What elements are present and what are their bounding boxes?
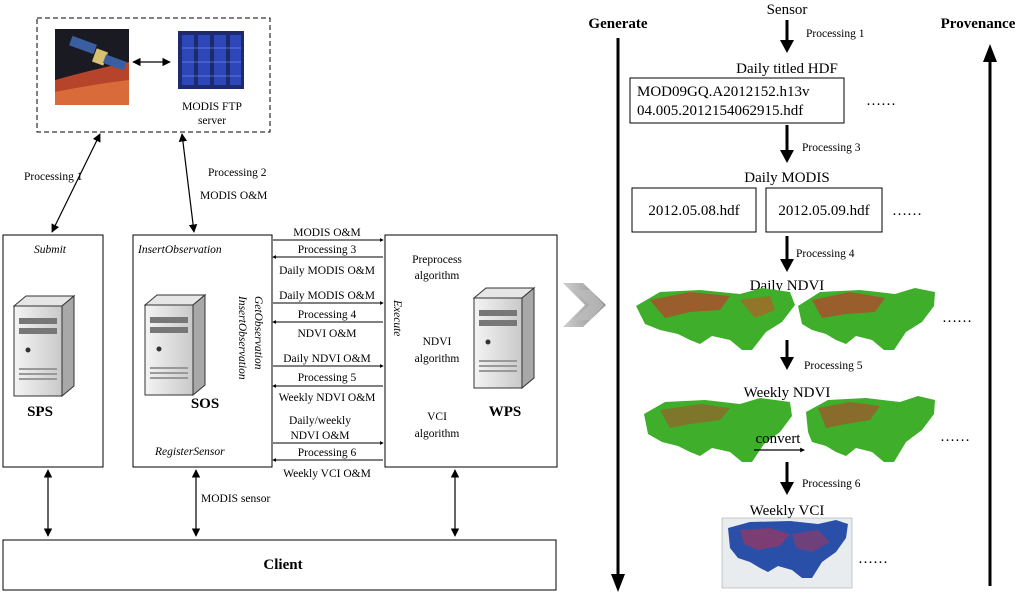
weekly-ndvi-label: Weekly NDVI	[744, 385, 831, 401]
msg-daily-modis-om-back: Daily MODIS O&M	[279, 265, 375, 277]
msg-modis-om: MODIS O&M	[293, 227, 360, 239]
file-box-2	[765, 187, 883, 233]
server-rack-icon	[178, 31, 244, 89]
msg-daily-modis-om: Daily MODIS O&M	[279, 290, 375, 302]
ellipsis-vci: ……	[858, 551, 888, 567]
sos-insert-observation-vertical: InsertObservation	[236, 295, 248, 380]
generate-label: Generate	[588, 16, 647, 32]
right-processing-4: Processing 4	[796, 248, 855, 260]
file-2: 2012.05.09.hdf	[778, 203, 869, 219]
sensor-label: Sensor	[767, 2, 808, 18]
wps-vci-1: VCI	[427, 411, 447, 423]
weekly-vci-label: Weekly VCI	[750, 503, 825, 519]
ellipsis-modis: ……	[892, 203, 922, 219]
convert-label: convert	[756, 431, 802, 447]
msg-processing-6: Processing 6	[298, 447, 357, 459]
msg-daily-weekly-1: Daily/weekly	[289, 415, 351, 427]
server-tower-icon	[12, 294, 76, 398]
modis-ftp-box	[36, 17, 271, 133]
wps-ndvi-1: NDVI	[423, 336, 452, 348]
wps-name: WPS	[489, 404, 522, 420]
daily-modis-label: Daily MODIS	[744, 170, 829, 186]
sos-name: SOS	[191, 396, 219, 412]
sos-get-observation: GetObservation	[252, 296, 264, 370]
msg-weekly-vci-om: Weekly VCI O&M	[283, 468, 371, 480]
server-tower-icon	[472, 286, 536, 390]
daily-hdf-title: Daily titled HDF	[736, 61, 838, 77]
wps-ndvi-2: algorithm	[415, 353, 460, 365]
ellipsis-weekly-ndvi: ……	[940, 429, 970, 445]
processing-1-arrow	[51, 133, 101, 233]
hdf-file-box	[629, 77, 845, 124]
sos-insert-observation: InsertObservation	[137, 244, 222, 256]
server-tower-icon	[143, 293, 207, 397]
msg-processing-4: Processing 4	[298, 309, 357, 321]
msg-processing-3: Processing 3	[298, 244, 357, 256]
right-processing-1: Processing 1	[806, 28, 865, 40]
modis-sensor-label: MODIS sensor	[201, 493, 270, 505]
hdf-line-2: 04.005.2012154062915.hdf	[637, 103, 803, 119]
file-1: 2012.05.08.hdf	[648, 203, 739, 219]
sos-wps-messages: MODIS O&M Processing 3 Daily MODIS O&M D…	[272, 227, 384, 480]
sps-submit: Submit	[34, 244, 67, 256]
msg-daily-ndvi-om: Daily NDVI O&M	[283, 353, 371, 365]
msg-weekly-ndvi-om: Weekly NDVI O&M	[279, 392, 376, 404]
client-label: Client	[263, 557, 302, 573]
weekly-vci-map	[721, 517, 853, 589]
sps-name: SPS	[27, 404, 53, 420]
client-box	[2, 539, 557, 591]
daily-ndvi-map-1	[636, 288, 795, 350]
msg-ndvi-om: NDVI O&M	[297, 328, 356, 340]
ellipsis-daily-ndvi: ……	[942, 310, 972, 326]
right-processing-3: Processing 3	[802, 142, 861, 154]
left-processing-1: Processing 1	[24, 171, 83, 183]
modis-om-top: MODIS O&M	[200, 190, 267, 202]
sos-register-sensor: RegisterSensor	[154, 446, 225, 458]
ellipsis-hdf: ……	[866, 93, 896, 109]
file-box-1	[631, 187, 757, 233]
daily-ndvi-map-2	[798, 288, 935, 350]
hdf-line-1: MOD09GQ.A2012152.h13v	[637, 84, 810, 100]
weekly-ndvi-map-1	[644, 398, 792, 462]
msg-processing-5: Processing 5	[298, 372, 357, 384]
ftp-server-label-2: server	[198, 115, 226, 127]
left-processing-2: Processing 2	[208, 167, 267, 179]
right-processing-5: Processing 5	[804, 360, 863, 372]
satellite-icon	[55, 29, 129, 105]
msg-daily-weekly-2: NDVI O&M	[290, 430, 349, 442]
wps-execute: Execute	[391, 299, 403, 336]
ftp-server-label-1: MODIS FTP	[182, 101, 242, 113]
wps-preprocess-1: Preprocess	[412, 254, 462, 266]
provenance-label: Provenance	[941, 16, 1016, 32]
processing-2-arrow	[178, 133, 198, 233]
right-processing-6: Processing 6	[802, 478, 861, 490]
weekly-ndvi-map-2	[806, 396, 935, 462]
wps-preprocess-2: algorithm	[415, 270, 460, 282]
wps-vci-2: algorithm	[415, 428, 460, 440]
